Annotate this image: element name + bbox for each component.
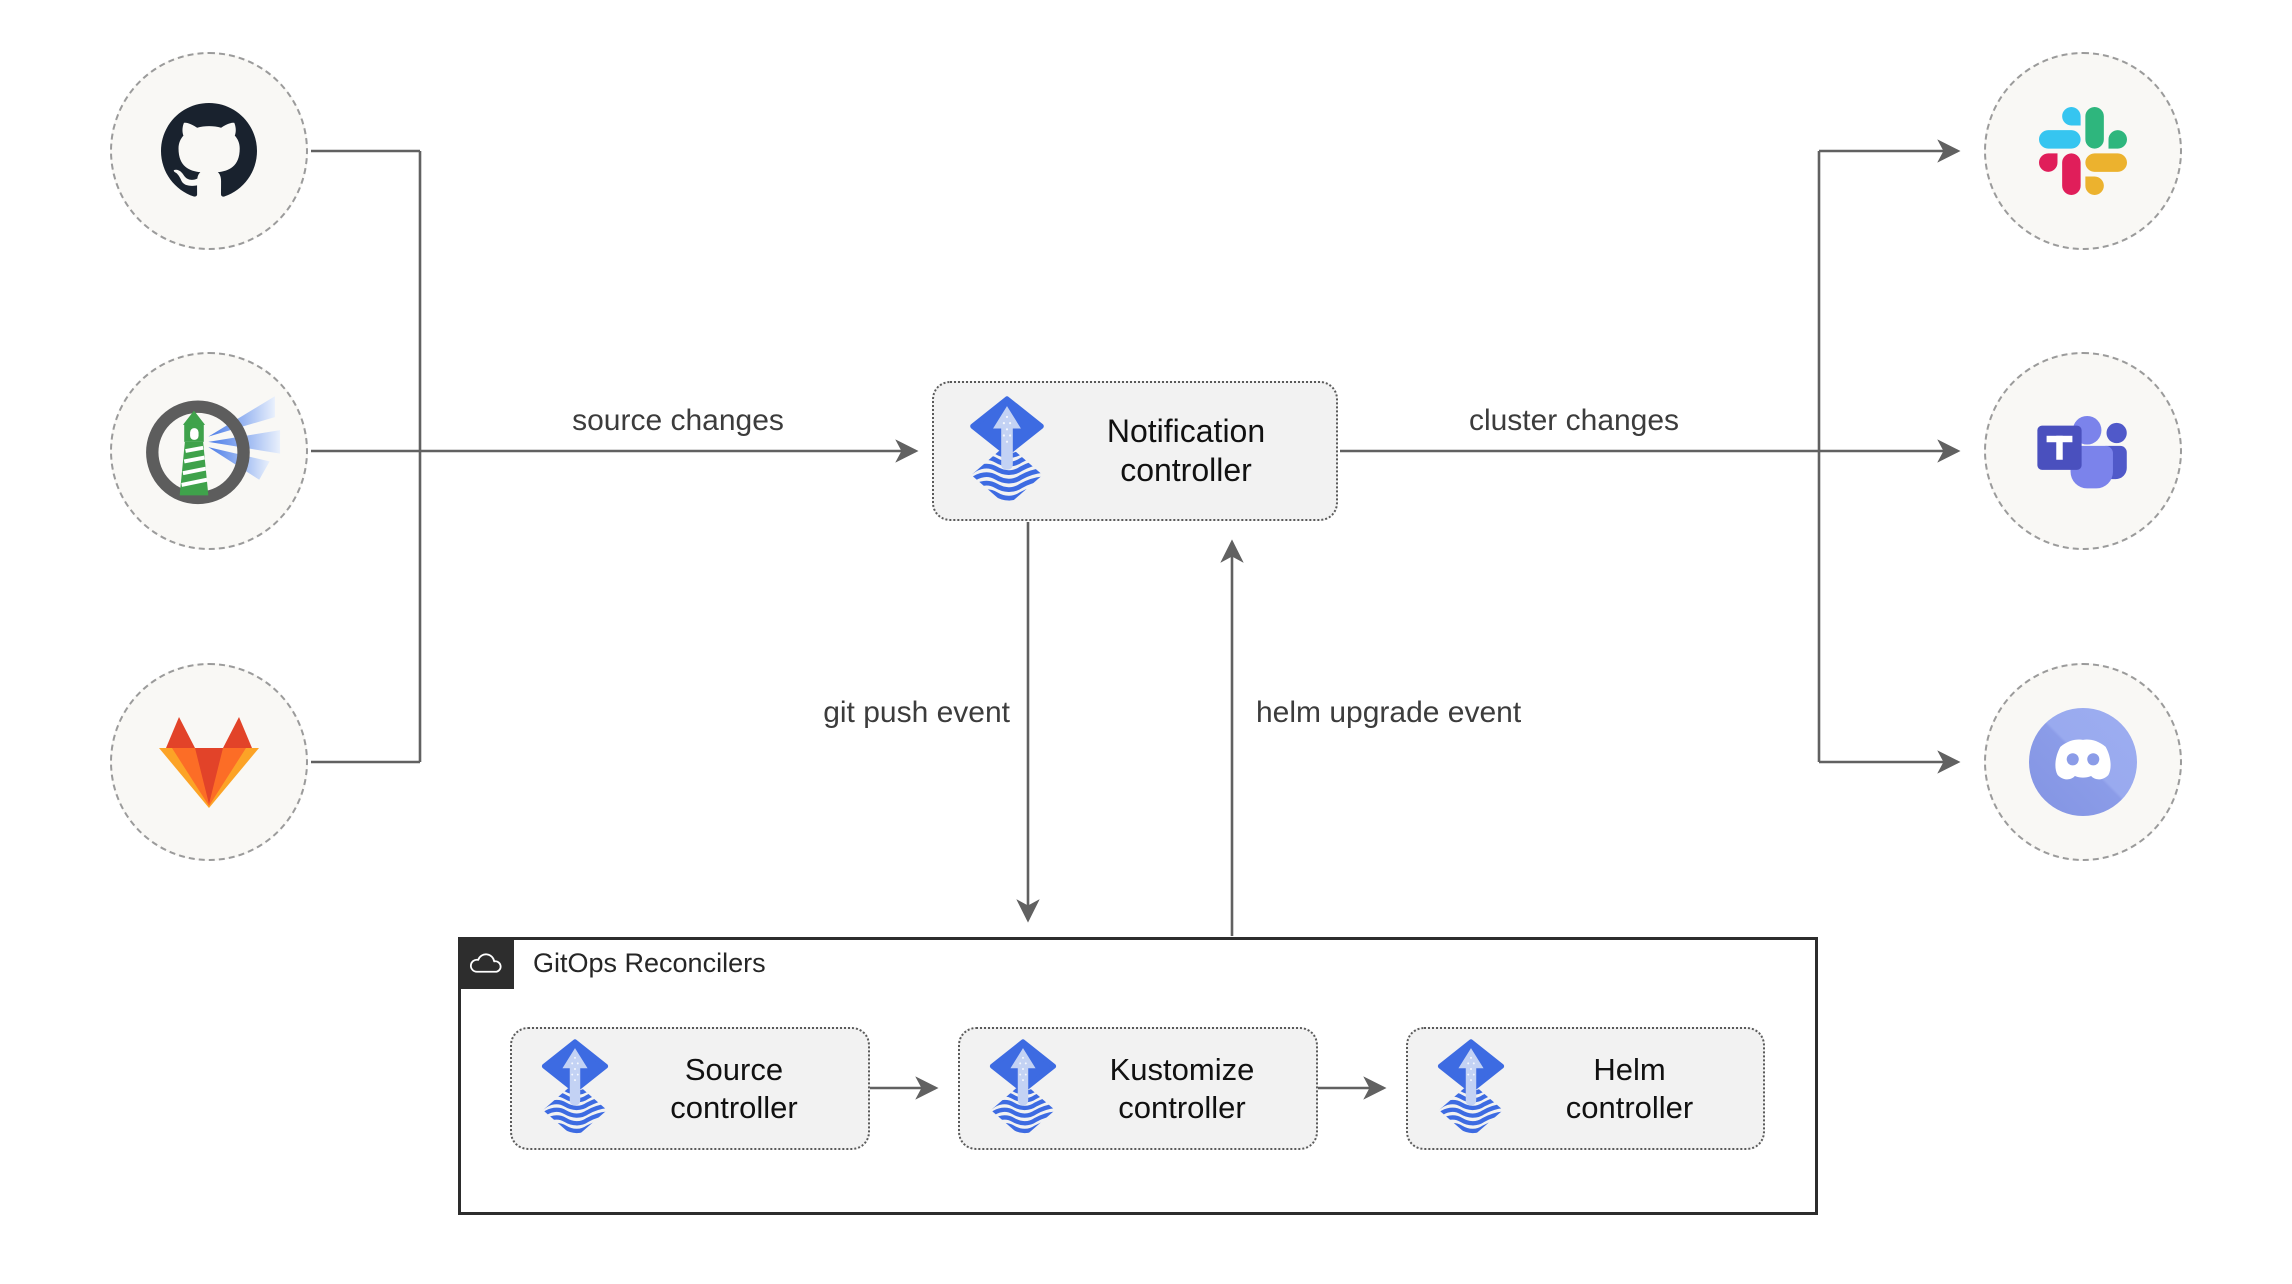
flux-icon: [1436, 1039, 1506, 1138]
teams-node: [1984, 352, 2182, 550]
notification-controller-label: Notification controller: [1106, 412, 1266, 488]
cloud-icon: [468, 951, 504, 976]
source-controller-node: Source controller: [510, 1027, 870, 1150]
lighthouse-node: [110, 352, 308, 550]
kustomize-controller-label: Kustomize controller: [1109, 1051, 1255, 1125]
edge-label-source-changes: source changes: [572, 404, 784, 437]
group-tab: [458, 937, 514, 989]
gitops-reconcilers-group: GitOps Reconcilers Source controller Kus…: [458, 937, 1818, 1215]
gitlab-node: [110, 663, 308, 861]
discord-icon: [2029, 708, 2137, 816]
edge-label-helm-upgrade: helm upgrade event: [1256, 696, 1522, 729]
helm-controller-node: Helm controller: [1406, 1027, 1765, 1150]
lighthouse-icon: [146, 396, 281, 505]
slack-node: [1984, 52, 2182, 250]
source-controller-label: Source controller: [670, 1051, 798, 1125]
node-label: Notification controller: [1046, 412, 1336, 490]
node-label: Source controller: [610, 1051, 868, 1127]
teams-icon: [2037, 415, 2127, 489]
discord-node: [1984, 663, 2182, 861]
group-label: GitOps Reconcilers: [533, 948, 766, 978]
github-node: [110, 52, 308, 250]
helm-controller-label: Helm controller: [1565, 1051, 1694, 1125]
edge-label-git-push: git push event: [823, 696, 1010, 729]
node-label: Kustomize controller: [1058, 1051, 1316, 1127]
flux-icon: [988, 1039, 1058, 1138]
slack-icon: [2039, 107, 2127, 195]
kustomize-controller-node: Kustomize controller: [958, 1027, 1318, 1150]
edge-label-cluster-changes: cluster changes: [1468, 404, 1680, 437]
flux-icon: [968, 396, 1046, 506]
notification-controller-node: Notification controller: [932, 381, 1338, 521]
gitlab-icon: [159, 717, 259, 808]
github-icon: [161, 103, 257, 197]
node-label: Helm controller: [1506, 1051, 1763, 1127]
flux-icon: [540, 1039, 610, 1138]
